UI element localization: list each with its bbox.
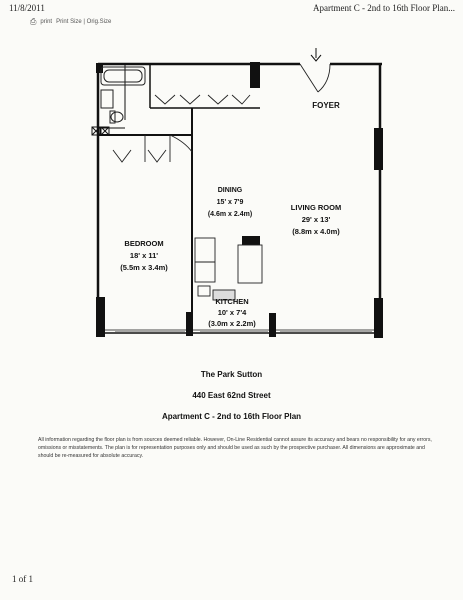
document-title: Apartment C - 2nd to 16th Floor Plan... bbox=[313, 3, 455, 13]
living-room-metric: (8.8m x 4.0m) bbox=[292, 227, 340, 236]
kitchen-dims: 10' x 7'4 bbox=[218, 308, 247, 317]
building-name: The Park Sutton bbox=[200, 370, 263, 379]
living-room-label: LIVING ROOM bbox=[291, 203, 341, 212]
building-address: 440 East 62nd Street bbox=[192, 391, 271, 400]
entry-arrow-icon bbox=[310, 48, 322, 62]
living-room-dims: 29' x 13' bbox=[302, 215, 331, 224]
kitchen-label: KITCHEN bbox=[215, 297, 248, 306]
foyer-label: FOYER bbox=[312, 101, 340, 110]
door-swings bbox=[169, 63, 331, 153]
print-toolbar: ⎙ print Print Size | Orig.Size bbox=[30, 18, 111, 26]
bedroom-metric: (5.5m x 3.4m) bbox=[120, 263, 168, 272]
exterior-walls bbox=[96, 62, 382, 334]
shaft-markers bbox=[91, 126, 110, 136]
interior-walls bbox=[98, 64, 260, 333]
bedroom-dims: 18' x 11' bbox=[130, 251, 158, 260]
print-link[interactable]: print bbox=[40, 19, 53, 25]
disclaimer-text: All information regarding the floor plan… bbox=[38, 437, 432, 459]
dining-label: DINING bbox=[218, 187, 243, 194]
wall-blocks bbox=[96, 62, 383, 338]
bedroom-label: BEDROOM bbox=[124, 239, 163, 248]
plan-title: Apartment C - 2nd to 16th Floor Plan bbox=[161, 412, 302, 421]
kitchen-metric: (3.0m x 2.2m) bbox=[208, 319, 256, 328]
dining-metric: (4.6m x 2.4m) bbox=[208, 211, 252, 218]
page-count: 1 of 1 bbox=[12, 574, 33, 584]
dining-dims: 15' x 7'9 bbox=[217, 199, 244, 206]
print-size-links[interactable]: Print Size | Orig.Size bbox=[56, 19, 112, 25]
bathroom-fixtures bbox=[100, 66, 146, 124]
print-date: 11/8/2011 bbox=[9, 3, 45, 13]
printer-icon[interactable]: ⎙ bbox=[30, 17, 37, 26]
kitchen-fixtures bbox=[194, 237, 263, 301]
closet-doors bbox=[112, 94, 251, 163]
